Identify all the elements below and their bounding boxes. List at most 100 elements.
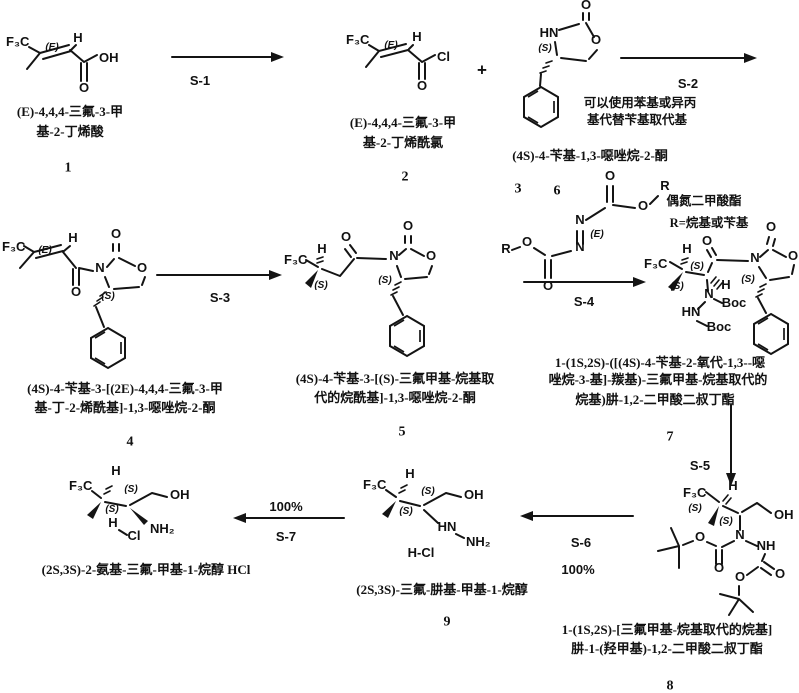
step-s4-label: S-4 (573, 293, 595, 309)
arrow-s2 (620, 53, 757, 63)
atom-label-o: O (591, 32, 601, 47)
compound-2-name-line1: (E)-4,4,4-三氟-3-甲 (349, 114, 457, 130)
stereo-label-s: (S) (670, 281, 684, 292)
compound-7-name-line1: 1-(1S,2S)-([(4S)-4-苄基-2-氧代-1,3--噁 (554, 354, 766, 370)
compound-5-number: 5 (398, 424, 406, 440)
atom-label-o: O (426, 248, 436, 263)
atom-label-hn: HN (438, 519, 457, 534)
atom-label-nh: NH (757, 538, 776, 553)
atom-label-oh: OH (774, 507, 794, 522)
atom-label-o: O (417, 78, 427, 93)
atom-label-h: H (405, 466, 414, 481)
atom-label-boc: Boc (707, 319, 732, 334)
atom-label-f3c: F₃C (2, 239, 26, 254)
atom-label-oh: OH (99, 50, 119, 65)
stereo-label-s: (S) (741, 274, 755, 285)
atom-label-n: N (95, 260, 104, 275)
atom-label-o: O (522, 234, 532, 249)
atom-label-o: O (638, 198, 648, 213)
compound-2-number: 2 (401, 169, 409, 185)
atom-label-o: O (137, 260, 147, 275)
atom-label-o: O (788, 248, 798, 263)
atom-label-cl: Cl (437, 49, 450, 64)
compound-8-number: 8 (666, 678, 674, 693)
atom-label-n: N (575, 239, 584, 254)
atom-label-n: N (575, 212, 584, 227)
stereo-label-s: (S) (124, 484, 138, 495)
step-s5-label: S-5 (689, 457, 711, 473)
atom-label-o: O (605, 168, 615, 183)
stereo-label-e: (E) (45, 42, 59, 53)
compound-4-structure: F₃C (E) H O N O O (S) (2, 226, 147, 369)
compound-5-name-line2: 代的烷酰基]-1,3-噁唑烷-2-酮 (314, 389, 476, 405)
compound-2-structure: F₃C (E) H O Cl (346, 29, 450, 93)
atom-label-nh2: NH₂ (466, 534, 491, 549)
compound-7-number: 7 (666, 429, 674, 445)
compound-8-name-line1: 1-(1S,2S)-[三氟甲基-烷基取代的烷基] (561, 621, 773, 637)
stereo-label-e: (E) (590, 229, 604, 240)
phenyl-ring (523, 86, 559, 128)
atom-label-nh2: NH₂ (150, 521, 175, 536)
compound-9-structure: F₃C H (S) (S) OH HN NH₂ H-Cl (363, 466, 491, 560)
atom-label-f3c: F₃C (346, 32, 370, 47)
atom-label-f3c: F₃C (363, 477, 387, 492)
atom-label-h: H (73, 30, 82, 45)
atom-label-o: O (581, 0, 591, 12)
stereo-label-s: (S) (719, 516, 733, 527)
plus-sign: + (477, 60, 487, 80)
step-s2-label: S-2 (677, 75, 699, 91)
arrow-s4 (523, 277, 646, 287)
stereo-label-e: (E) (38, 245, 52, 256)
phenyl-ring (389, 315, 425, 357)
stereo-label-s: (S) (688, 503, 702, 514)
stereo-label-s: (S) (105, 504, 119, 515)
arrow-s3 (156, 270, 282, 280)
compound-1-structure: F₃C (E) H O OH (6, 30, 119, 95)
atom-label-o: O (341, 229, 351, 244)
compound-10-name-line1: (2S,3S)-2-氨基-三氟-甲基-1-烷醇 HCl (41, 561, 251, 577)
atom-label-f3c: F₃C (6, 34, 30, 49)
atom-label-o: O (775, 566, 785, 581)
atom-label-h: H (111, 463, 120, 478)
atom-label-o: O (79, 80, 89, 95)
compound-3-structure: O HN O (S) (523, 0, 601, 128)
phenyl-ring (90, 327, 126, 369)
stereo-label-s: (S) (378, 275, 392, 286)
atom-label-h: H (728, 478, 737, 493)
compound-3-number: 3 (514, 181, 522, 197)
compound-5-structure: F₃C H (S) O N O O (S) (284, 218, 436, 357)
phenyl-ring (753, 313, 789, 355)
atom-label-n: N (735, 527, 744, 542)
compound-6-note-line2: R=烷基或苄基 (669, 216, 749, 231)
step-s1-label: S-1 (189, 72, 211, 88)
atom-label-f3c: F₃C (69, 478, 93, 493)
step-s2-note-line1: 可以使用苯基或异丙 (583, 96, 697, 111)
compound-6-number: 6 (553, 183, 561, 199)
step-s6-yield: 100% (561, 561, 595, 577)
step-s2-note-line2: 基代替苄基取代基 (586, 113, 688, 128)
atom-label-h: H (412, 29, 421, 44)
stereo-label-e: (E) (384, 40, 398, 51)
atom-label-h: H (108, 515, 117, 530)
compound-2-name-line2: 基-2-丁烯酰氯 (362, 134, 444, 150)
compound-4-name-line2: 基-丁-2-烯酰基]-1,3-噁唑烷-2-酮 (34, 399, 216, 415)
compound-9-number: 9 (443, 614, 451, 630)
atom-label-n: N (389, 248, 398, 263)
atom-label-n: N (750, 250, 759, 265)
compound-7-structure: F₃C H (S) (S) O N O O (S) H N Boc HN Boc (644, 219, 798, 355)
atom-label-o: O (714, 560, 724, 575)
compound-4-number: 4 (126, 434, 134, 450)
arrow-s1 (171, 52, 284, 62)
atom-label-hn: HN (540, 25, 559, 40)
atom-label-o: O (702, 233, 712, 248)
stereo-label-s: (S) (421, 486, 435, 497)
atom-label-r: R (660, 178, 670, 193)
compound-10-structure: F₃C H (S) (S) OH NH₂ H Cl (69, 463, 190, 543)
atom-label-boc: Boc (722, 295, 747, 310)
arrow-s5 (726, 404, 736, 486)
step-s6-label: S-6 (570, 534, 592, 550)
stereo-label-s: (S) (399, 506, 413, 517)
atom-label-oh: OH (170, 487, 190, 502)
compound-8-name-line2: 肼-1-(羟甲基)-1,2-二甲酸二叔丁酯 (571, 640, 763, 656)
